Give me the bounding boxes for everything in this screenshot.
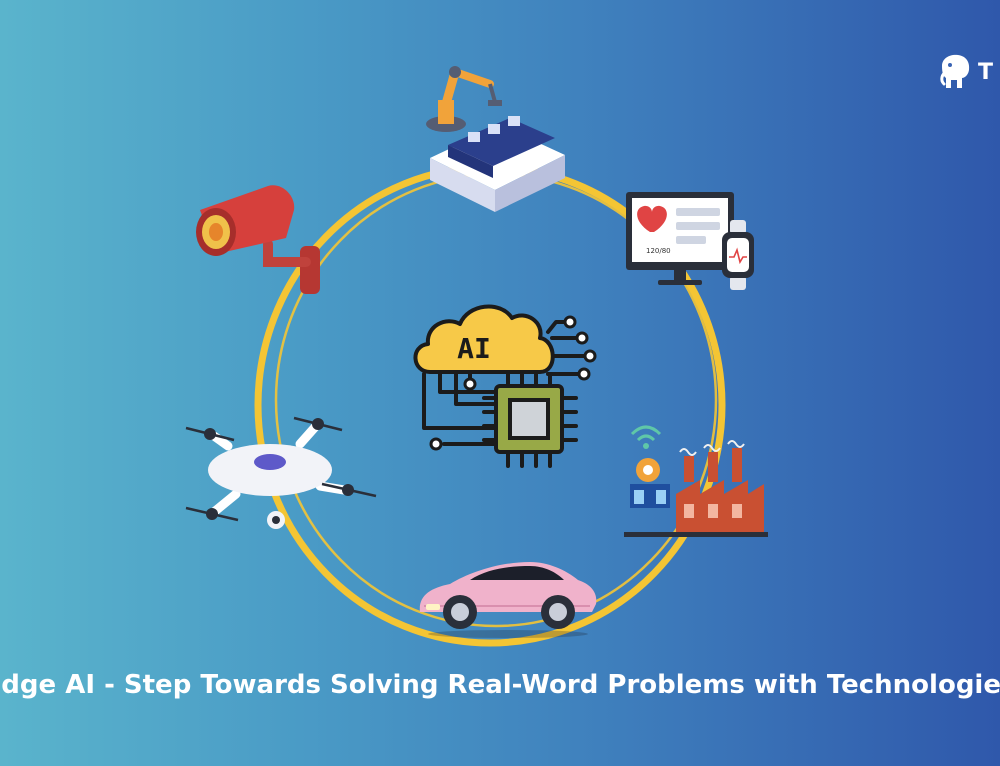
health-monitor-icon: 120/80 (626, 192, 754, 290)
drone-icon (185, 416, 377, 529)
security-camera-icon (196, 185, 320, 294)
blood-pressure-text: 120/80 (646, 247, 671, 255)
logo-text: T (978, 59, 994, 85)
page-title: Edge AI - Step Towards Solving Real-Word… (0, 670, 1000, 700)
chip-label: AI (457, 332, 491, 365)
ai-chip-icon: AI (413, 304, 597, 468)
elephant-logo-icon (940, 54, 970, 88)
brand-logo: T (938, 52, 993, 92)
smart-factory-icon (624, 425, 768, 537)
pink-car-icon (419, 562, 597, 638)
robot-arm-assembly-icon (426, 66, 565, 212)
